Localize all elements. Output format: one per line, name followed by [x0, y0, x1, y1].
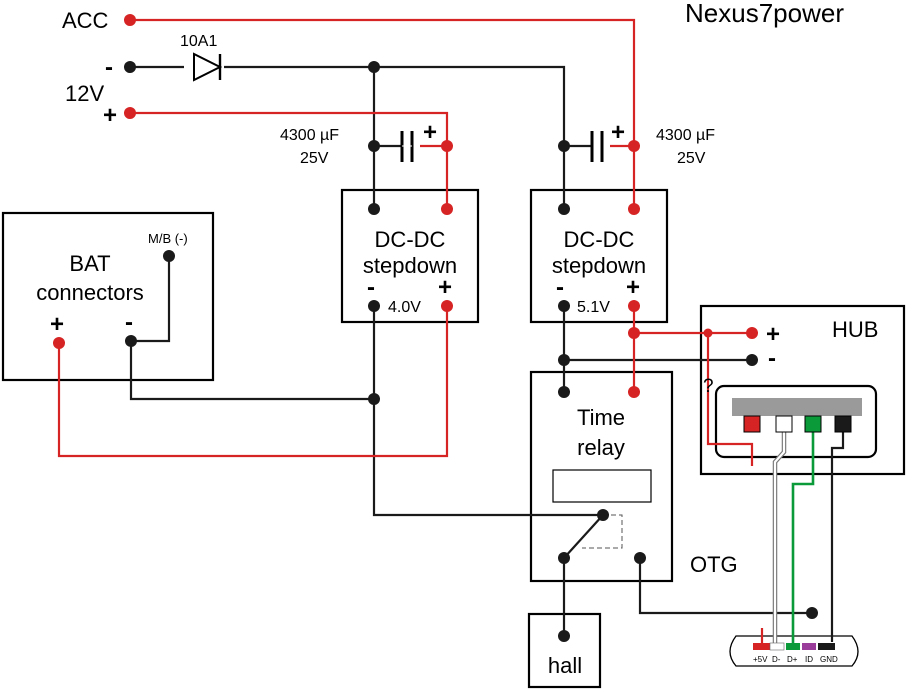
converter-1-plus: +	[438, 274, 452, 301]
battery-minus: -	[125, 309, 133, 336]
otg-pin-dplus	[786, 643, 800, 650]
converter-2-box	[529, 188, 669, 324]
diode-symbol	[193, 52, 223, 82]
battery-mb-label: M/B (-)	[148, 231, 188, 246]
converter-1-title: DC-DC	[375, 227, 446, 252]
otg-pin-label-dminus: D-	[772, 655, 781, 664]
capacitor-2-voltage: 25V	[677, 150, 706, 167]
hub-pin-dminus	[775, 415, 793, 433]
input-plus-sign: +	[103, 102, 117, 129]
capacitor-1-symbol	[400, 131, 414, 162]
otg-pin-label-id: ID	[805, 655, 813, 664]
data-wires	[772, 424, 815, 648]
converter-1-minus: -	[367, 274, 375, 301]
relay-title: Time	[577, 405, 625, 430]
relay-display	[552, 469, 652, 503]
battery-subtitle: connectors	[36, 280, 144, 305]
hub-minus: -	[768, 345, 776, 372]
otg-pin-plus5v	[753, 643, 770, 650]
hub-pin-gnd	[834, 415, 852, 433]
otg-pin-dminus	[769, 642, 785, 651]
converter-2-output: 5.1V	[577, 299, 610, 316]
capacitor-2-value: 4300 µF	[656, 127, 715, 144]
converter-2-plus: +	[626, 274, 640, 301]
converter-2-title: DC-DC	[564, 227, 635, 252]
hub-unknown-mark: ?	[703, 376, 714, 397]
otg-pin-label-gnd: GND	[820, 655, 838, 664]
relay-subtitle: relay	[577, 435, 625, 460]
converter-2-subtitle: stepdown	[552, 253, 646, 278]
converter-1-subtitle: stepdown	[363, 253, 457, 278]
otg-pin-label-dplus: D+	[787, 655, 798, 664]
hub-pin-plus5v	[743, 415, 761, 433]
negative-wires	[129, 65, 845, 642]
battery-connectors-box	[1, 211, 215, 382]
otg-pin-label-plus5v: +5V	[753, 655, 768, 664]
hub-pin-dplus	[804, 415, 822, 433]
capacitor-1-plus: +	[423, 119, 437, 146]
battery-title: BAT	[69, 251, 110, 276]
hall-label: hall	[548, 653, 582, 678]
v12-label: 12V	[65, 81, 104, 106]
otg-pin-id	[802, 643, 816, 650]
hub-usb-port	[714, 384, 878, 459]
hub-label: HUB	[832, 317, 878, 342]
positive-nodes	[53, 14, 758, 398]
hub-plus: +	[766, 321, 780, 348]
otg-pin-gnd	[818, 643, 835, 650]
capacitor-2-plus: +	[611, 119, 625, 146]
acc-label: ACC	[62, 8, 109, 33]
capacitor-1-value: 4300 µF	[280, 127, 339, 144]
negative-nodes	[124, 61, 818, 642]
input-minus-sign: -	[105, 54, 113, 81]
otg-label: OTG	[690, 552, 738, 577]
diode-label: 10A1	[180, 33, 217, 50]
capacitor-1-voltage: 25V	[300, 150, 329, 167]
capacitor-2-symbol	[590, 131, 604, 162]
converter-1-box	[340, 188, 480, 324]
converter-2-minus: -	[556, 274, 564, 301]
hub-port-bar	[732, 398, 862, 416]
converter-1-output: 4.0V	[388, 299, 421, 316]
diagram-title: Nexus7power	[685, 0, 844, 28]
battery-plus: +	[50, 311, 64, 338]
